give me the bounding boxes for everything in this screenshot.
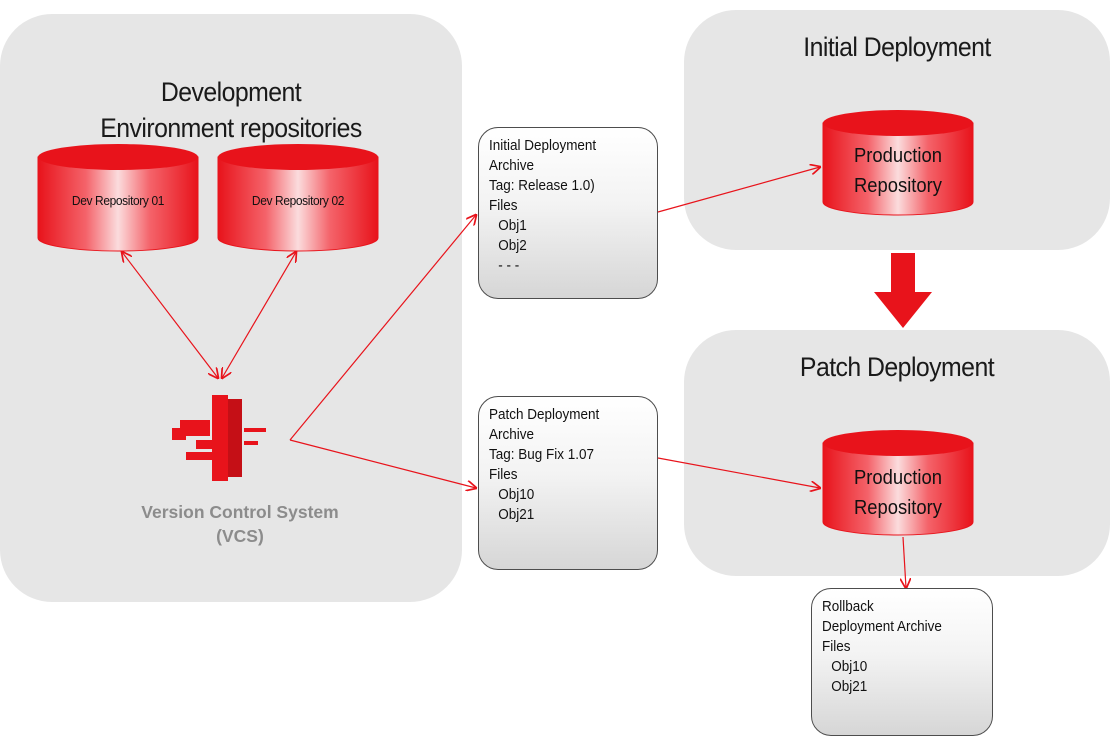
vcs-label-line1: Version Control System [141,502,339,522]
patch-production-line1: Production [854,467,942,489]
archive-line: Archive [489,158,534,174]
initial-production-repository-cylinder [822,110,974,216]
archive-file-item: Obj21 [831,679,868,695]
dev-repository-02-cylinder [217,144,379,252]
archive-line: Files [489,198,518,214]
initial-production-repository-label: Production Repository [829,138,967,204]
archive-file-item: Obj21 [498,507,535,523]
archive-file-item: Obj1 [498,218,527,234]
arrow-production-rollback [903,536,906,588]
archive-file-item: Obj10 [831,659,868,675]
arrow-vcs-initial-archive [289,215,476,441]
initial-deployment-title: Initial Deployment [803,32,991,62]
archive-line: Initial Deployment [489,138,597,154]
vcs-label: Version Control System (VCS) [60,500,420,548]
deployment-flow-arrow [874,253,932,328]
arrow-dev01-vcs [122,252,218,378]
arrow-patch-archive-production [657,457,820,488]
vcs-label-line2: (VCS) [216,526,264,546]
archive-line: Rollback [822,599,874,615]
archive-line: Deployment Archive [822,619,942,635]
dev-repository-01-label: Dev Repository 01 [71,192,165,208]
dev-repository-02-label: Dev Repository 02 [251,192,345,208]
archive-file-item: Obj10 [498,487,535,503]
development-title: Development Environment repositories [18,74,443,146]
dev-repository-01-cylinder [37,144,199,252]
initial-production-line2: Repository [854,175,942,197]
development-title-line2: Environment repositories [100,113,362,143]
archive-line: Patch Deployment [489,407,600,423]
patch-deployment-archive-card: Patch Deployment Archive Tag: Bug Fix 1.… [478,396,658,570]
archive-file-item: - - - [498,258,520,274]
archive-line: Files [489,467,518,483]
patch-production-repository-label: Production Repository [829,460,967,526]
arrow-initial-archive-production [657,167,820,213]
archive-line: Tag: Bug Fix 1.07 [489,447,594,463]
development-title-line1: Development [160,77,302,107]
arrow-vcs-patch-archive [289,439,476,488]
initial-deployment-archive-card: Initial Deployment Archive Tag: Release … [478,127,658,299]
initial-production-line1: Production [854,145,942,167]
rollback-deployment-archive-card: Rollback Deployment Archive Files Obj10 … [811,588,993,736]
initial-deployment-group: Initial Deployment [684,10,1110,250]
archive-line: Archive [489,427,534,443]
patch-deployment-title: Patch Deployment [799,352,995,382]
archive-line: Files [822,639,851,655]
archive-line: Tag: Release 1.0) [489,178,595,194]
patch-production-line2: Repository [854,497,942,519]
archive-file-item: Obj2 [498,238,527,254]
patch-production-repository-cylinder [822,430,974,536]
arrow-dev02-vcs [222,252,296,378]
vcs-icon [172,395,266,481]
